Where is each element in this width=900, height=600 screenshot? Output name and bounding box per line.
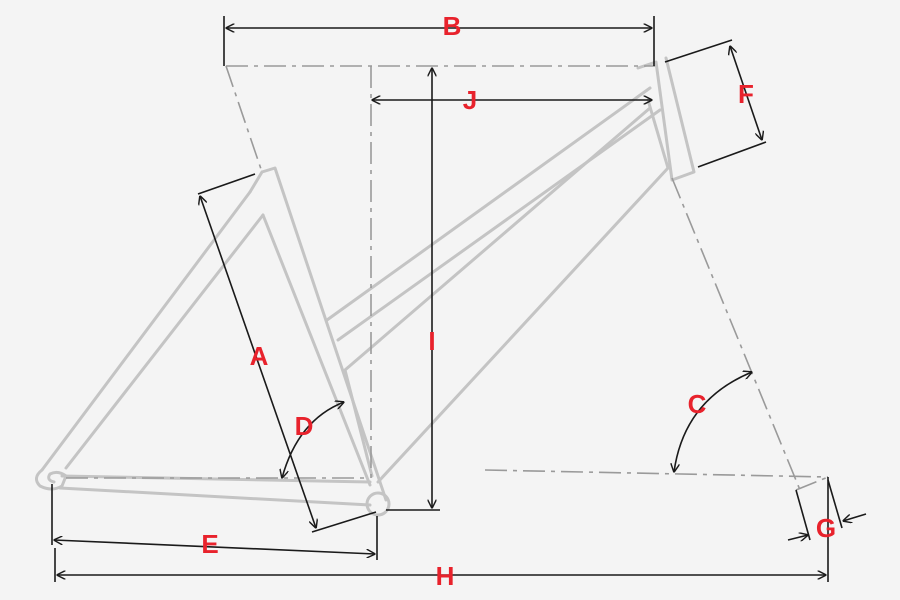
dim-c-arc <box>674 372 752 472</box>
dim-f-extension-bottom <box>697 141 767 168</box>
fork-offset-line <box>795 476 829 491</box>
dimension-lines <box>51 16 867 582</box>
dimension-labels: B J F I A D C E H G <box>201 11 836 591</box>
dim-g-extension-b <box>827 479 843 529</box>
label-b: B <box>443 11 462 41</box>
dim-g-arrow-left <box>787 535 808 540</box>
bike-frame <box>35 56 696 517</box>
dim-a-extension-top <box>197 173 256 195</box>
label-j: J <box>463 85 477 115</box>
top-tube <box>325 86 662 342</box>
label-h: H <box>436 561 455 591</box>
dim-d-arc <box>282 402 344 478</box>
seat-stays <box>40 190 265 472</box>
horizontal-reference-ground <box>484 469 829 478</box>
dim-f-arrow <box>730 46 762 140</box>
seat-axis-line <box>225 65 263 173</box>
bottom-bracket <box>365 491 391 517</box>
chain-stays <box>58 474 372 507</box>
label-a: A <box>250 341 269 371</box>
label-i: I <box>428 326 435 356</box>
steering-axis-line <box>671 177 801 491</box>
dim-e-arrow <box>54 540 375 554</box>
label-g: G <box>816 513 836 543</box>
label-f: F <box>738 79 754 109</box>
dim-a-extension-bottom <box>311 511 377 533</box>
label-c: C <box>688 389 707 419</box>
label-e: E <box>201 529 218 559</box>
down-tube <box>343 106 670 484</box>
rear-dropout <box>35 468 68 491</box>
dim-g-extension-a <box>795 489 811 541</box>
dim-f-extension-top <box>664 39 733 63</box>
reference-lines <box>66 65 829 491</box>
label-d: D <box>295 411 314 441</box>
dim-g-arrow-right <box>843 513 867 521</box>
